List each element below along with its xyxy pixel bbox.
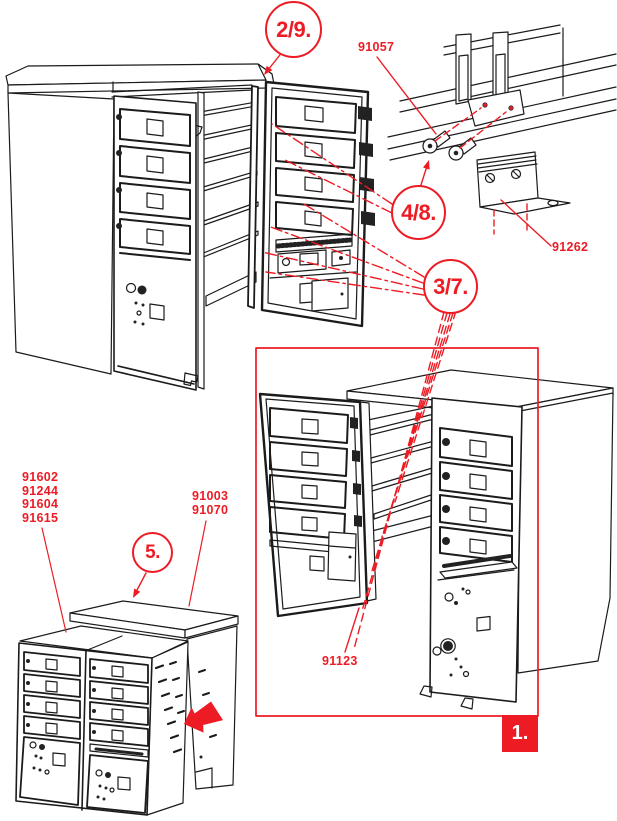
callout-step-2-9-label: 2/9. bbox=[276, 16, 311, 42]
part-number: 91262 bbox=[552, 240, 589, 254]
rail-bracket-detail-view bbox=[387, 24, 617, 215]
section-1-badge-label: 1. bbox=[511, 722, 529, 744]
part-label-mounting-screws: 91057 bbox=[358, 40, 395, 55]
part-number: 91003 bbox=[192, 489, 229, 503]
callout-step-5: 5. bbox=[132, 532, 173, 573]
part-number: 91244 bbox=[22, 483, 59, 498]
callout-step-3-7-label: 3/7. bbox=[433, 273, 468, 299]
insert-direction-arrow-icon bbox=[184, 701, 223, 733]
part-label-unit-stack: 91602 91244 91604 91615 bbox=[22, 470, 59, 525]
part-number: 91602 bbox=[22, 470, 59, 484]
callout-step-4-8-label: 4/8. bbox=[401, 199, 436, 225]
part-number: 91070 bbox=[192, 502, 229, 517]
slide-in-unit-view bbox=[15, 600, 239, 816]
part-number: 91123 bbox=[322, 654, 358, 668]
arrowhead-icon bbox=[264, 65, 273, 75]
callout-step-5-label: 5. bbox=[145, 541, 160, 563]
callout-step-4-8: 4/8. bbox=[391, 185, 446, 240]
callout-step-2-9: 2/9. bbox=[265, 1, 322, 58]
annotation-overlay bbox=[41, 50, 552, 733]
part-label-corner-bracket: 91262 bbox=[552, 240, 589, 255]
arrowhead-icon bbox=[133, 588, 141, 598]
part-number: 91604 bbox=[22, 497, 59, 511]
callout-step-3-7: 3/7. bbox=[423, 259, 478, 314]
section-1-assembly-view bbox=[258, 369, 614, 710]
cabinet-open-door-view bbox=[5, 63, 375, 391]
section-1-badge: 1. bbox=[502, 715, 538, 752]
arrowhead-icon bbox=[423, 160, 430, 170]
part-number: 91615 bbox=[22, 510, 59, 525]
part-label-shelf-hardware: 91123 bbox=[322, 654, 358, 669]
section-1-boundary bbox=[255, 347, 539, 717]
part-number: 91057 bbox=[358, 40, 395, 54]
part-label-cabinet-top: 91003 91070 bbox=[192, 489, 229, 517]
